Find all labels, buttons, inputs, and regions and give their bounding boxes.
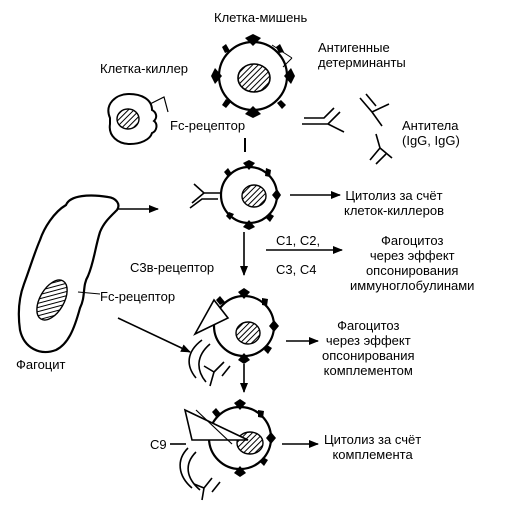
killer-cell-label: Клетка-киллер	[100, 61, 189, 76]
target-cell-opsonized	[189, 160, 281, 230]
fc-receptor-killer-label: Fc-рецептор	[170, 118, 246, 133]
phagocyte-label: Фагоцит	[16, 357, 66, 372]
c3b-receptor-label: C3в-рецептор	[130, 260, 215, 275]
antibody-icon	[302, 93, 393, 165]
target-cell-label: Клетка-мишень	[214, 10, 308, 25]
antigenic-determinants-label: Антигенные детерминанты	[318, 40, 406, 70]
antibodies-label: Антитела (IgG, IgG)	[402, 118, 460, 148]
phagocytosis-ig-label: Фагоцитоз через эффект опсонирования имм…	[350, 233, 475, 293]
flow-arrows	[117, 191, 343, 448]
phagocytosis-complement-label: Фагоцитоз через эффект опсонирования ком…	[322, 318, 415, 378]
fc-receptor-phagocyte-label: Fc-рецептор	[100, 289, 176, 304]
c9-label: C9	[150, 437, 167, 452]
cytolysis-complement-label: Цитолиз за счёт комплемента	[324, 432, 422, 462]
phagocyte-cell	[17, 194, 120, 354]
complement-factors-top: C1, C2,	[276, 233, 321, 248]
killer-cell	[107, 92, 169, 146]
cytolysis-killer-label: Цитолиз за счёт клеток-киллеров	[344, 188, 444, 218]
target-cell-lysis	[179, 399, 276, 501]
complement-factors-bottom: C3, C4	[276, 262, 317, 277]
target-cell	[211, 34, 295, 118]
target-cell-complement	[188, 288, 279, 387]
antigen-spike-icon	[211, 34, 295, 118]
